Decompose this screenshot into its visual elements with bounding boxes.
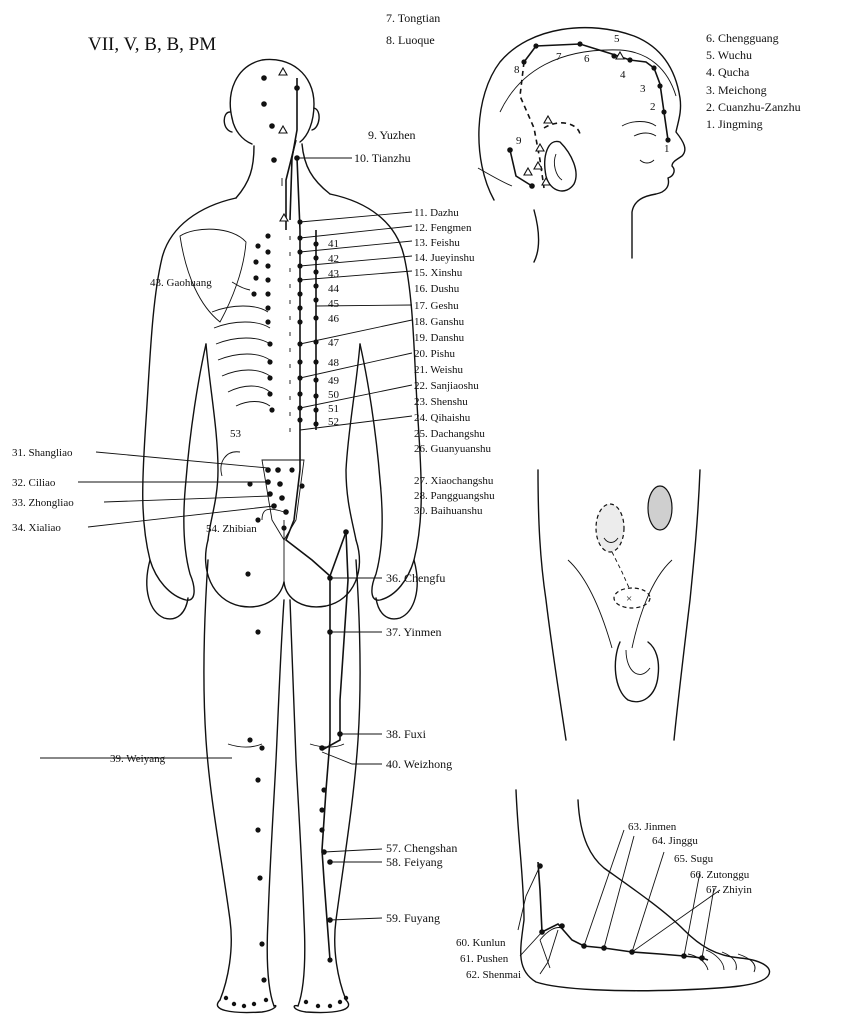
head-num-7: 7 bbox=[556, 51, 562, 63]
pelvis-front-view: × bbox=[538, 470, 700, 740]
head-labels: 7. Tongtian 8. Luoque 6. Chengguang 5. W… bbox=[354, 11, 801, 165]
label-jinggu: 64. Jinggu bbox=[652, 835, 698, 847]
label-ganshu: 18. Ganshu bbox=[414, 316, 465, 328]
label-weishu: 21. Weishu bbox=[414, 364, 464, 376]
label-zutonggu: 66. Zutonggu bbox=[690, 869, 750, 881]
label-pangguangshu: 28. Pangguangshu bbox=[414, 490, 495, 502]
num-49: 49 bbox=[328, 375, 340, 387]
label-qucha: 4. Qucha bbox=[706, 65, 750, 79]
label-zhibian: 54. Zhibian bbox=[206, 523, 257, 535]
label-jingming: 1. Jingming bbox=[706, 117, 763, 131]
foot-labels: 63. Jinmen 64. Jinggu 65. Sugu 66. Zuton… bbox=[456, 821, 752, 981]
label-dazhu: 11. Dazhu bbox=[414, 207, 459, 219]
label-fuxi: 38. Fuxi bbox=[386, 727, 427, 741]
num-44: 44 bbox=[328, 283, 340, 295]
label-feiyang: 58. Feiyang bbox=[386, 855, 443, 869]
label-kunlun: 60. Kunlun bbox=[456, 937, 506, 949]
head-num-5: 5 bbox=[614, 33, 620, 45]
left-labels: 43. Gaohuang 31. Shangliao 32. Ciliao 33… bbox=[12, 277, 257, 765]
pelvis-x-mark: × bbox=[626, 593, 632, 605]
head-num-9: 9 bbox=[516, 135, 522, 147]
head-num-4: 4 bbox=[620, 69, 626, 81]
label-weizhong: 40. Weizhong bbox=[386, 757, 452, 771]
num-53: 53 bbox=[230, 428, 242, 440]
label-yuzhen: 9. Yuzhen bbox=[368, 128, 416, 142]
num-50: 50 bbox=[328, 389, 340, 401]
label-zhiyin: 67. Zhiyin bbox=[706, 884, 752, 896]
label-pushen: 61. Pushen bbox=[460, 953, 509, 965]
head-num-6: 6 bbox=[584, 53, 590, 65]
num-47: 47 bbox=[328, 337, 340, 349]
label-fengmen: 12. Fengmen bbox=[414, 222, 472, 234]
label-weiyang: 39. Weiyang bbox=[110, 753, 166, 765]
head-num-1: 1 bbox=[664, 143, 670, 155]
label-shangliao: 31. Shangliao bbox=[12, 447, 73, 459]
head-num-2: 2 bbox=[650, 101, 656, 113]
label-gaohuang: 43. Gaohuang bbox=[150, 277, 212, 289]
label-baihuanshu: 30. Baihuanshu bbox=[414, 505, 483, 517]
label-chengfu: 36. Chengfu bbox=[386, 571, 445, 585]
num-51: 51 bbox=[328, 403, 339, 415]
label-guanyuanshu: 26. Guanyuanshu bbox=[414, 443, 491, 455]
back-labels: 11. Dazhu 12. Fengmen 13. Feishu 14. Jue… bbox=[414, 207, 495, 517]
num-43: 43 bbox=[328, 268, 340, 280]
head-side-view bbox=[479, 28, 685, 262]
label-geshu: 17. Geshu bbox=[414, 300, 459, 312]
label-jueyinshu: 14. Jueyinshu bbox=[414, 252, 475, 264]
label-chengguang: 6. Chengguang bbox=[706, 31, 779, 45]
label-qihaishu: 24. Qihaishu bbox=[414, 412, 471, 424]
leg-labels: 36. Chengfu 37. Yinmen 38. Fuxi 40. Weiz… bbox=[386, 571, 457, 925]
bladder-meridian-back bbox=[282, 78, 348, 960]
leader-lines bbox=[40, 158, 720, 974]
label-danshu: 19. Danshu bbox=[414, 332, 465, 344]
label-ciliao: 32. Ciliao bbox=[12, 477, 56, 489]
label-feishu: 13. Feishu bbox=[414, 237, 460, 249]
label-dushu: 16. Dushu bbox=[414, 283, 460, 295]
label-jinmen: 63. Jinmen bbox=[628, 821, 677, 833]
label-luoque: 8. Luoque bbox=[386, 33, 435, 47]
label-tongtian: 7. Tongtian bbox=[386, 11, 440, 25]
body-back-view bbox=[143, 59, 422, 1012]
label-fuyang: 59. Fuyang bbox=[386, 911, 440, 925]
label-shenmai: 62. Shenmai bbox=[466, 969, 521, 981]
label-yinmen: 37. Yinmen bbox=[386, 625, 442, 639]
head-num-8: 8 bbox=[514, 64, 520, 76]
label-sanjiaoshu: 22. Sanjiaoshu bbox=[414, 380, 479, 392]
label-shenshu: 23. Shenshu bbox=[414, 396, 468, 408]
label-tianzhu: 10. Tianzhu bbox=[354, 151, 411, 165]
num-46: 46 bbox=[328, 313, 340, 325]
label-zhongliao: 33. Zhongliao bbox=[12, 497, 74, 509]
label-pishu: 20. Pishu bbox=[414, 348, 455, 360]
label-xiaochangshu: 27. Xiaochangshu bbox=[414, 475, 494, 487]
diagram-title: VII, V, B, B, PM bbox=[88, 34, 216, 55]
foot-points bbox=[537, 863, 705, 961]
label-chengshan: 57. Chengshan bbox=[386, 841, 457, 855]
num-45: 45 bbox=[328, 298, 340, 310]
label-dachangshu: 25. Dachangshu bbox=[414, 428, 485, 440]
head-num-3: 3 bbox=[640, 83, 646, 95]
label-sugu: 65. Sugu bbox=[674, 853, 714, 865]
label-cuanzhu-zanzhu: 2. Cuanzhu-Zanzhu bbox=[706, 100, 801, 114]
label-xinshu: 15. Xinshu bbox=[414, 267, 463, 279]
label-wuchu: 5. Wuchu bbox=[706, 48, 752, 62]
label-xialiao: 34. Xialiao bbox=[12, 522, 61, 534]
label-meichong: 3. Meichong bbox=[706, 83, 767, 97]
num-48: 48 bbox=[328, 357, 340, 369]
